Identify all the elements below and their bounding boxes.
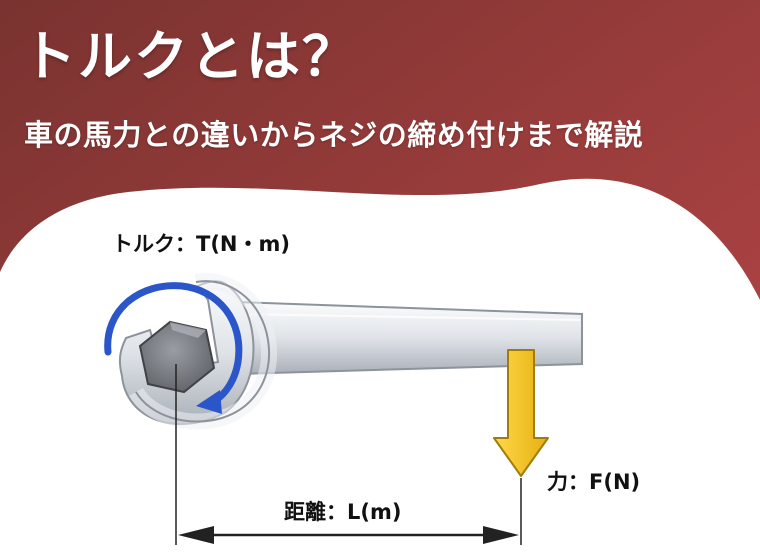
wrench-icon (118, 273, 583, 430)
rotation-arrow-icon (104, 282, 243, 414)
page-subtitle: 車の馬力との違いからネジの締め付けまで解説 (24, 118, 644, 152)
distance-label: 距離：L(m) (284, 500, 402, 524)
force-arrow-icon (493, 349, 549, 477)
dimension-arrow-icon (178, 526, 519, 544)
nut-icon (138, 320, 216, 394)
page-title: トルクとは？ (22, 25, 358, 88)
torque-label: トルク：T(N・m) (112, 232, 290, 256)
force-label: 力：F(N) (547, 470, 641, 494)
